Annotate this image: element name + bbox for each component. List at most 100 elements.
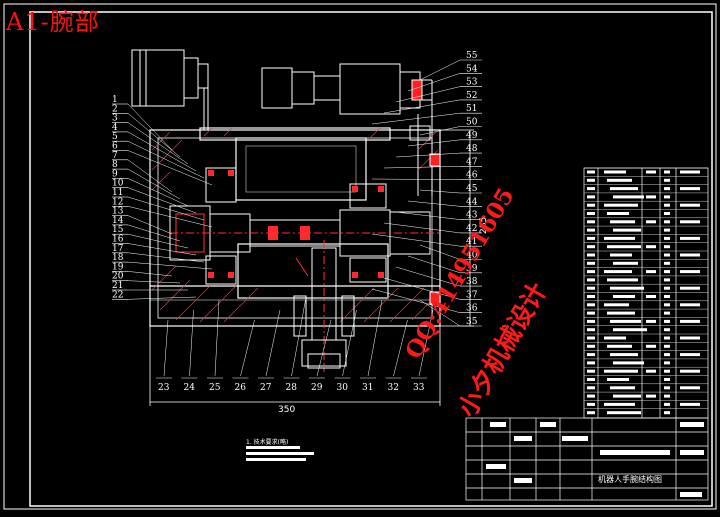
parts-row [584,292,708,298]
parts-row [584,267,708,274]
svg-text:32: 32 [388,383,399,393]
part-label-1: 1 [112,95,173,151]
svg-text:36: 36 [466,304,478,314]
svg-text:53: 53 [466,78,478,88]
part-label-46: 46 [371,171,482,181]
svg-text:46: 46 [466,171,478,181]
inner-frame [29,11,713,507]
part-label-42: 42 [383,222,482,234]
width-dimension: 350 [278,405,295,415]
part-label-54: 54 [407,64,482,92]
part-label-19: 19 [112,262,173,277]
svg-text:11: 11 [112,188,123,198]
vertical-shaft [293,240,355,372]
part-label-4: 4 [112,123,197,172]
right-cover [295,125,441,305]
parts-row [584,350,708,357]
svg-text:31: 31 [362,383,373,393]
part-label-2: 2 [112,104,181,158]
part-label-16: 16 [112,235,197,256]
title-block-fills [486,422,704,497]
svg-text:24: 24 [184,383,196,393]
parts-row [584,176,708,182]
part-label-10: 10 [112,179,197,214]
dimension-lines [149,129,474,406]
svg-text:45: 45 [466,184,478,194]
part-label-3: 3 [112,114,189,165]
svg-text:7: 7 [112,151,118,161]
svg-text:42: 42 [466,224,477,234]
part-label-44: 44 [407,197,482,207]
svg-text:50: 50 [466,118,478,128]
svg-text:47: 47 [466,157,478,167]
parts-row [584,234,708,240]
part-label-13: 13 [112,207,173,235]
parts-row [584,408,708,415]
part-label-21: 21 [112,281,188,291]
svg-text:49: 49 [466,131,478,141]
part-label-32: 32 [385,319,408,393]
parts-row [584,184,708,191]
notes-text-bars [246,446,314,461]
svg-text:9: 9 [112,169,118,179]
svg-text:20: 20 [112,272,124,282]
part-label-47: 47 [383,157,482,169]
parts-row [584,342,708,348]
svg-text:26: 26 [235,383,247,393]
part-label-18: 18 [112,253,213,270]
part-label-51: 51 [371,104,482,125]
part-label-28: 28 [283,299,306,393]
parts-row [584,259,708,265]
drawing-name: 机器人手腕结构图 [598,475,662,484]
svg-text:29: 29 [311,383,323,393]
part-label-41: 41 [371,233,482,247]
svg-text:17: 17 [112,244,124,254]
part-label-24: 24 [181,309,198,393]
parts-row [584,391,708,398]
part-label-23: 23 [156,319,172,393]
svg-text:54: 54 [466,64,478,74]
parts-row [584,358,708,365]
part-label-37: 37 [383,277,482,300]
svg-text:38: 38 [466,277,478,287]
parts-row [584,367,708,373]
parts-row [584,300,708,307]
part-label-55: 55 [419,51,482,81]
parts-rows [584,167,708,415]
height-dimension: 285 [479,217,489,234]
part-label-48: 48 [395,144,482,158]
parts-row [584,217,708,224]
part-label-31: 31 [360,299,383,393]
svg-text:25: 25 [209,383,221,393]
svg-text:21: 21 [112,281,123,291]
sheet-border [3,3,717,510]
svg-text:28: 28 [286,383,298,393]
svg-text:48: 48 [466,144,478,154]
svg-text:1: 1 [112,95,118,105]
svg-text:15: 15 [112,225,124,235]
part-label-5: 5 [112,132,205,179]
svg-text:19: 19 [112,262,124,272]
part-label-9: 9 [112,169,189,207]
part-label-17: 17 [112,244,205,263]
parts-row [584,284,708,290]
svg-text:44: 44 [466,197,478,207]
parts-row [584,209,708,215]
part-label-20: 20 [112,272,181,284]
svg-text:30: 30 [337,383,349,393]
svg-text:41: 41 [466,237,477,247]
svg-text:33: 33 [413,383,425,393]
part-label-35: 35 [419,299,482,327]
svg-text:12: 12 [112,197,123,207]
svg-text:3: 3 [112,114,118,124]
svg-text:23: 23 [158,383,170,393]
bearings [208,170,384,278]
svg-text:16: 16 [112,235,124,245]
part-label-29: 29 [309,319,332,393]
part-label-6: 6 [112,142,213,186]
parts-row [584,400,708,406]
part-label-53: 53 [395,78,482,103]
parts-row [584,333,708,340]
